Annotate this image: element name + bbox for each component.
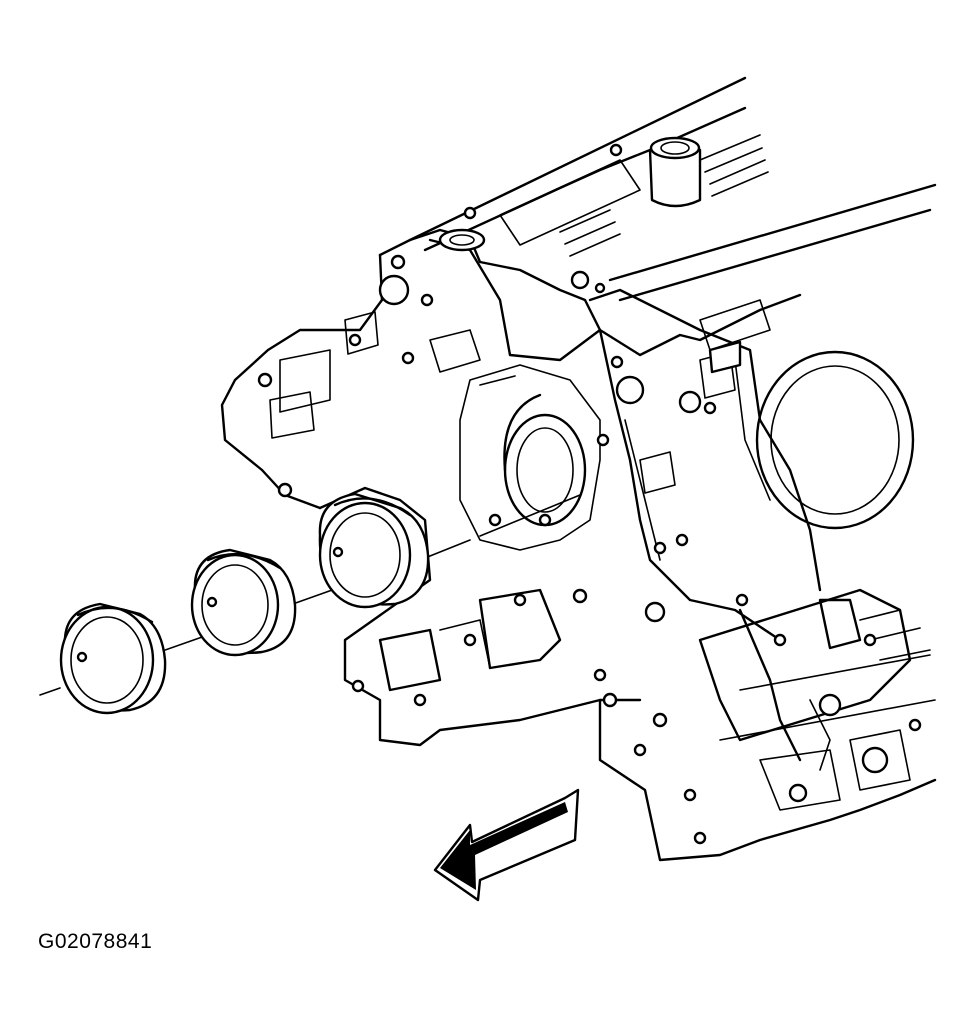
camshaft-bearing-rear [318,492,430,609]
bolt-holes [257,143,922,845]
direction-arrow-icon [433,788,580,902]
camshaft-bearing-front [59,602,167,715]
camshaft-bearing-middle [190,548,297,657]
figure-id-label: G02078841 [38,930,153,953]
engine-block [220,76,937,862]
